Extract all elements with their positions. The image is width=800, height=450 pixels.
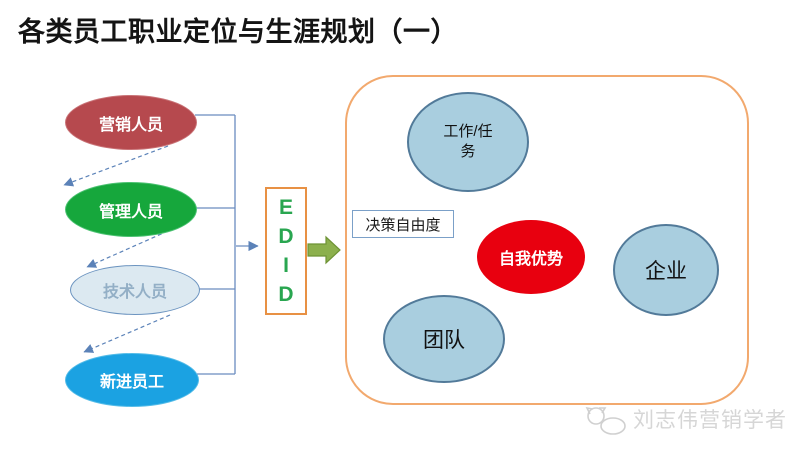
- node-label: 企业: [645, 260, 687, 283]
- node-label: 工作/任务: [443, 123, 493, 160]
- edid-letter: E: [278, 196, 293, 219]
- ellipse-label: 新进员工: [99, 374, 164, 391]
- edid-box: E D I D: [265, 187, 307, 315]
- edid-letter: D: [278, 283, 294, 306]
- ellipse-management-staff: 管理人员: [65, 182, 197, 237]
- node-work-task: 工作/任务: [407, 92, 529, 192]
- page-title: 各类员工职业定位与生涯规划（一）: [18, 17, 458, 47]
- watermark-logo-icon: [585, 406, 626, 435]
- ellipse-marketing-staff: 营销人员: [65, 95, 197, 150]
- node-team: 团队: [383, 295, 505, 383]
- ellipse-technical-staff: 技术人员: [70, 265, 200, 315]
- ellipse-label: 管理人员: [98, 203, 163, 221]
- edid-letter: I: [283, 254, 289, 277]
- ellipse-label: 营销人员: [98, 116, 163, 134]
- watermark: 刘志伟营销学者: [583, 402, 787, 436]
- bracket-connector: [195, 114, 259, 375]
- node-self-advantage: 自我优势: [477, 220, 585, 294]
- node-label: 自我优势: [498, 251, 563, 268]
- edid-letter: D: [278, 225, 294, 248]
- dashed-cascade-arrows: [63, 145, 171, 353]
- watermark-text: 刘志伟营销学者: [633, 409, 787, 432]
- green-block-arrow-icon: [307, 235, 341, 265]
- ellipse-label: 技术人员: [102, 284, 167, 301]
- node-label: 团队: [423, 329, 465, 352]
- ellipse-new-employees: 新进员工: [65, 353, 199, 407]
- node-enterprise: 企业: [613, 224, 719, 316]
- decision-freedom-label: 决策自由度: [352, 210, 454, 238]
